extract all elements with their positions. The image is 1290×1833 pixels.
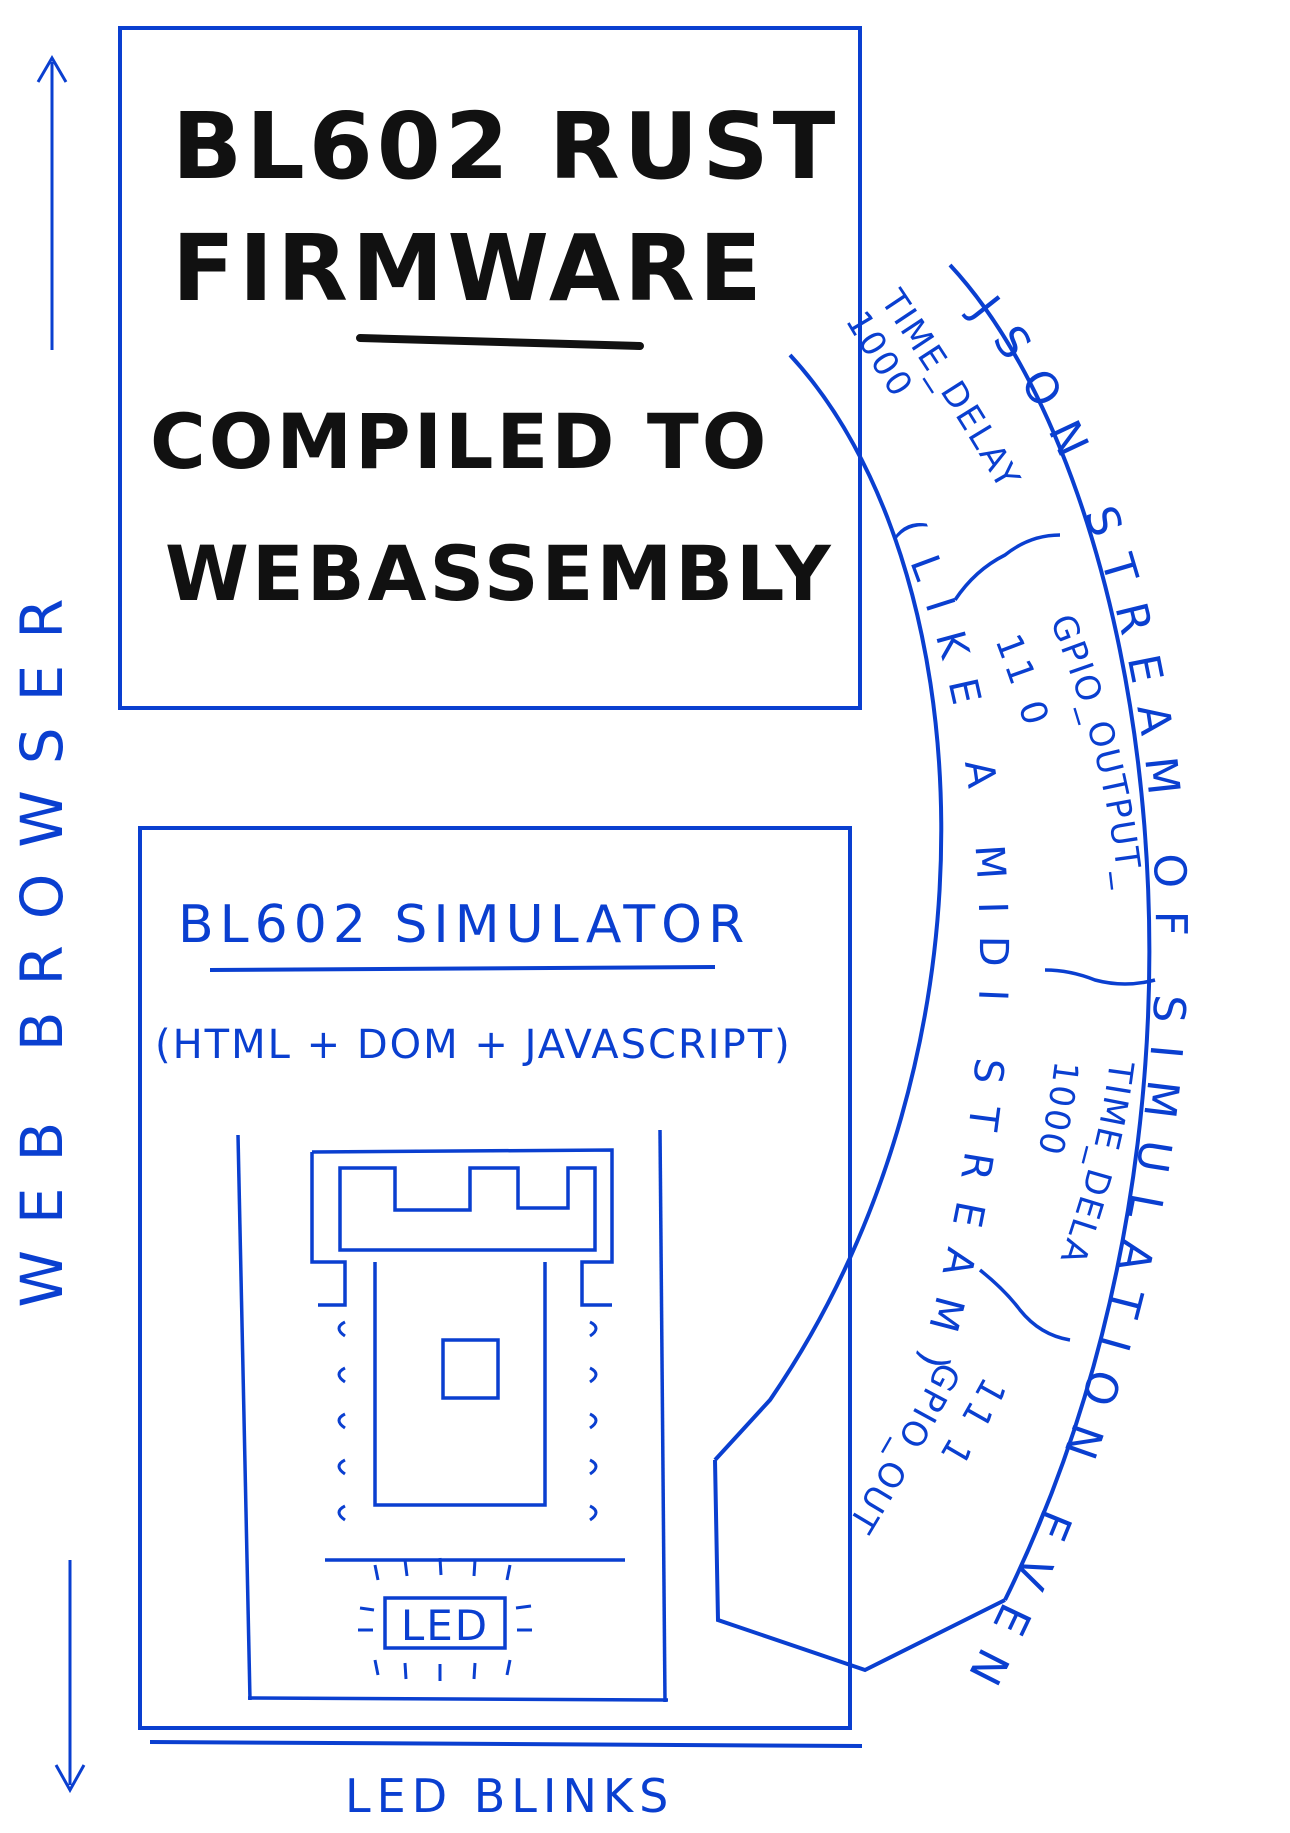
led-blinks-label: LED BLINKS — [345, 1769, 674, 1823]
simulator-subtitle: (HTML + DOM + JAVASCRIPT) — [155, 1022, 792, 1068]
web-browser-label: WEB BROWSER — [8, 572, 76, 1307]
event-separators — [953, 533, 1156, 1342]
firmware-box — [118, 26, 862, 710]
simulator-title: BL602 SIMULATOR — [178, 895, 750, 955]
board-pin-marks — [337, 1320, 598, 1522]
led-icon — [383, 1596, 507, 1650]
firmware-title-line2: FIRMWARE — [172, 215, 766, 322]
event-stream-arrow — [713, 263, 1152, 1673]
simulator-title-underline — [209, 965, 716, 972]
firmware-underline — [356, 334, 644, 350]
firmware-title-line4: WEBASSEMBLY — [165, 529, 834, 618]
led-glow-rays — [358, 1557, 532, 1681]
firmware-title-line1: BL602 RUST — [172, 93, 839, 200]
led-label: LED — [401, 1601, 489, 1650]
browser-span-marker — [36, 55, 86, 1794]
event-2-value: 11 0 — [987, 629, 1057, 734]
firmware-title-line3: COMPILED TO — [150, 397, 769, 486]
event-3-value: 1000 — [1029, 1059, 1086, 1160]
simulator-box — [138, 826, 863, 1748]
